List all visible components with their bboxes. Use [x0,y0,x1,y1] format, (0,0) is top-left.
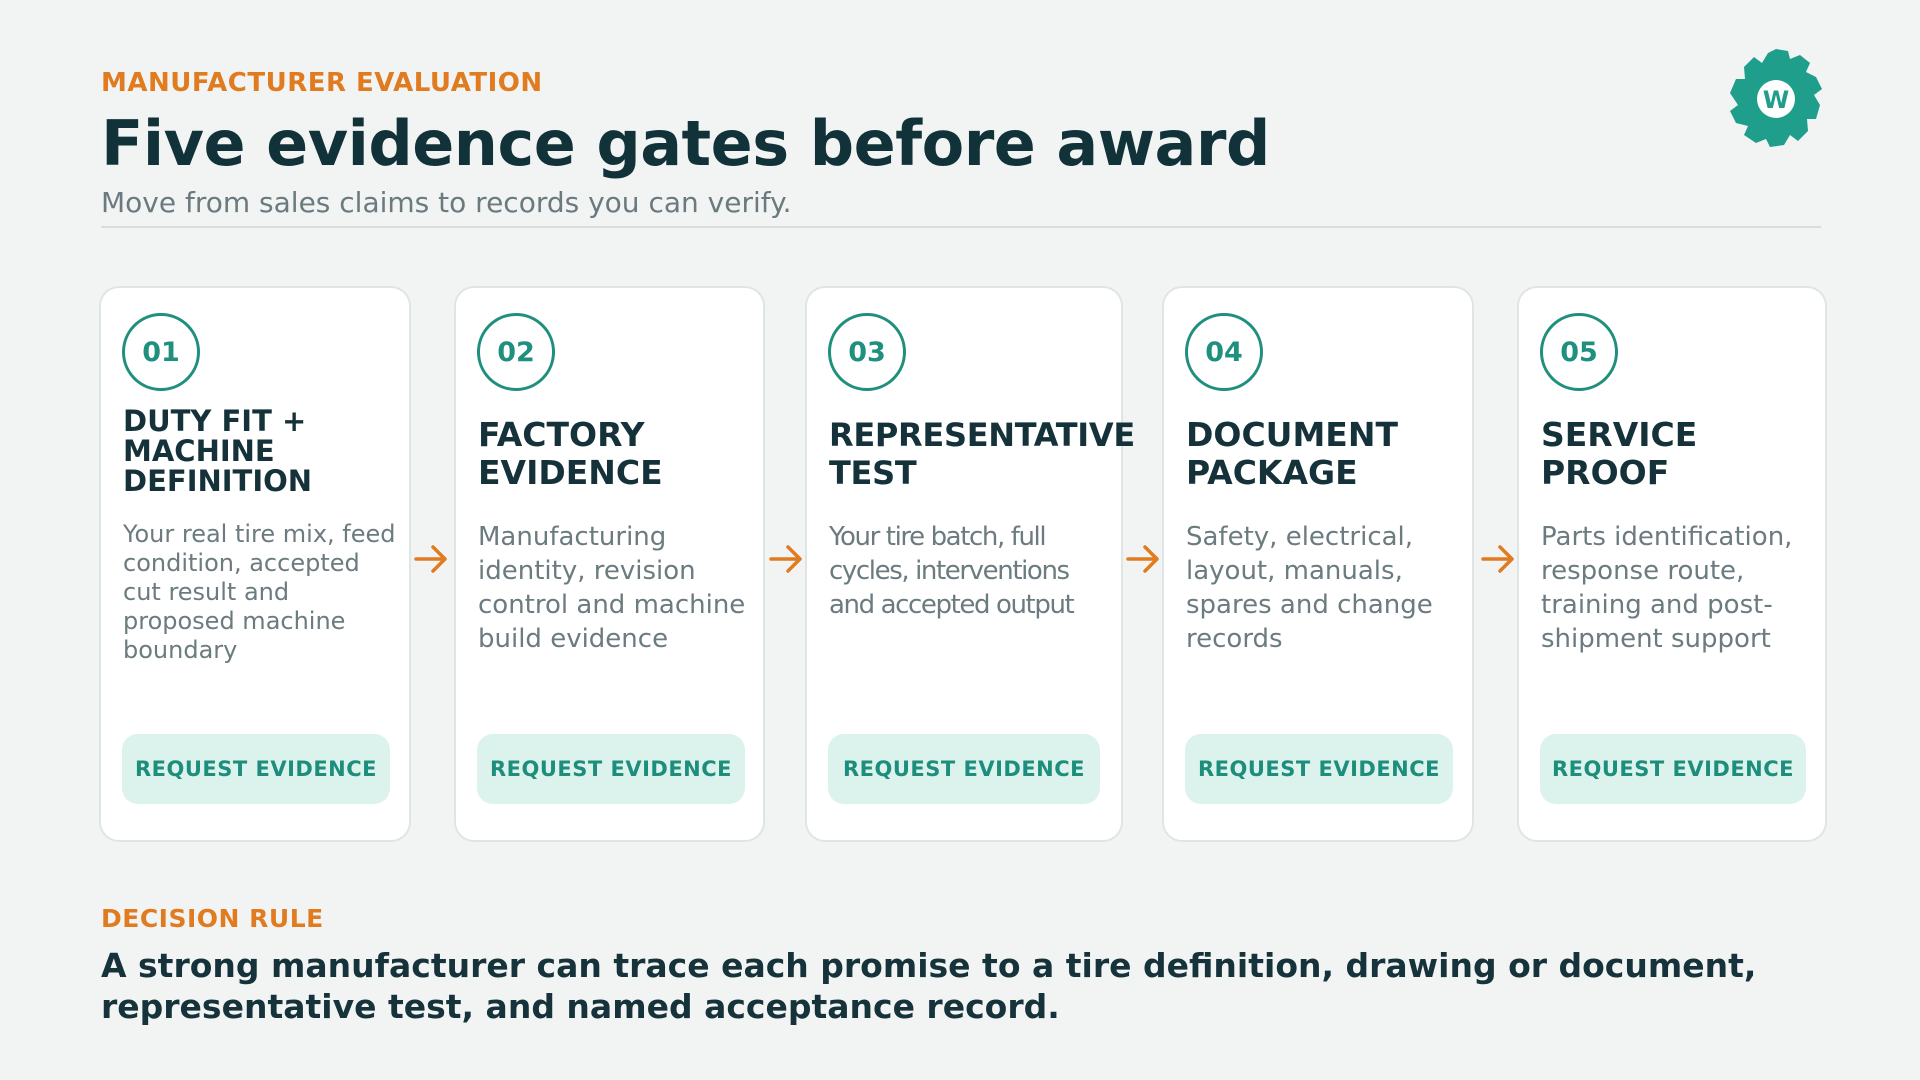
arrow-right-icon [1126,545,1159,573]
arrow-right-icon [769,545,802,573]
gate-title: REPRESENTATIVE TEST [829,416,1135,492]
gate-card-02: 02 FACTORY EVIDENCE Manufacturing identi… [454,286,765,842]
gate-card-03: 03 REPRESENTATIVE TEST Your tire batch, … [805,286,1135,842]
header-divider [101,226,1821,228]
gate-description: Your tire batch, full cycles, interventi… [829,522,1075,620]
gate-title: DOCUMENT PACKAGE [1186,415,1398,492]
gate-description: Manufacturing identity, revision control… [478,522,746,654]
request-evidence-button[interactable]: REQUEST EVIDENCE [828,734,1100,804]
gate-title: FACTORY EVIDENCE [478,415,663,492]
request-evidence-button[interactable]: REQUEST EVIDENCE [122,734,390,804]
gate-card-05: 05 SERVICE PROOF Parts identification, r… [1517,286,1827,842]
gate-description: Parts identification, response route, tr… [1541,522,1793,654]
gate-number: 02 [477,313,555,391]
header: MANUFACTURER EVALUATION Five evidence ga… [101,68,1821,219]
gate-description: Your real tire mix, feed condition, acce… [123,520,396,664]
arrow-right-icon [414,545,447,573]
eyebrow-label: MANUFACTURER EVALUATION [101,68,543,98]
gate-number: 04 [1185,313,1263,391]
gate-title: SERVICE PROOF [1541,415,1698,492]
decision-rule: DECISION RULE A strong manufacturer can … [101,904,1821,1027]
gear-logo-icon: W [1730,49,1822,147]
page-title: Five evidence gates before award [101,107,1270,180]
svg-text:W: W [1763,86,1789,114]
decision-label: DECISION RULE [101,904,324,933]
gate-cards: 01 DUTY FIT + MACHINE DEFINITION Your re… [0,286,1920,842]
decision-text: A strong manufacturer can trace each pro… [101,946,1757,1026]
request-evidence-button[interactable]: REQUEST EVIDENCE [1540,734,1806,804]
gate-card-01: 01 DUTY FIT + MACHINE DEFINITION Your re… [99,286,411,842]
request-evidence-button[interactable]: REQUEST EVIDENCE [477,734,745,804]
request-evidence-button[interactable]: REQUEST EVIDENCE [1185,734,1453,804]
page-subtitle: Move from sales claims to records you ca… [101,186,792,220]
gate-description: Safety, electrical, layout, manuals, spa… [1186,522,1433,654]
gate-number: 05 [1540,313,1618,391]
gate-title: DUTY FIT + MACHINE DEFINITION [123,404,313,498]
gate-number: 03 [828,313,906,391]
gate-number: 01 [122,313,200,391]
gate-card-04: 04 DOCUMENT PACKAGE Safety, electrical, … [1162,286,1474,842]
arrow-right-icon [1481,545,1514,573]
